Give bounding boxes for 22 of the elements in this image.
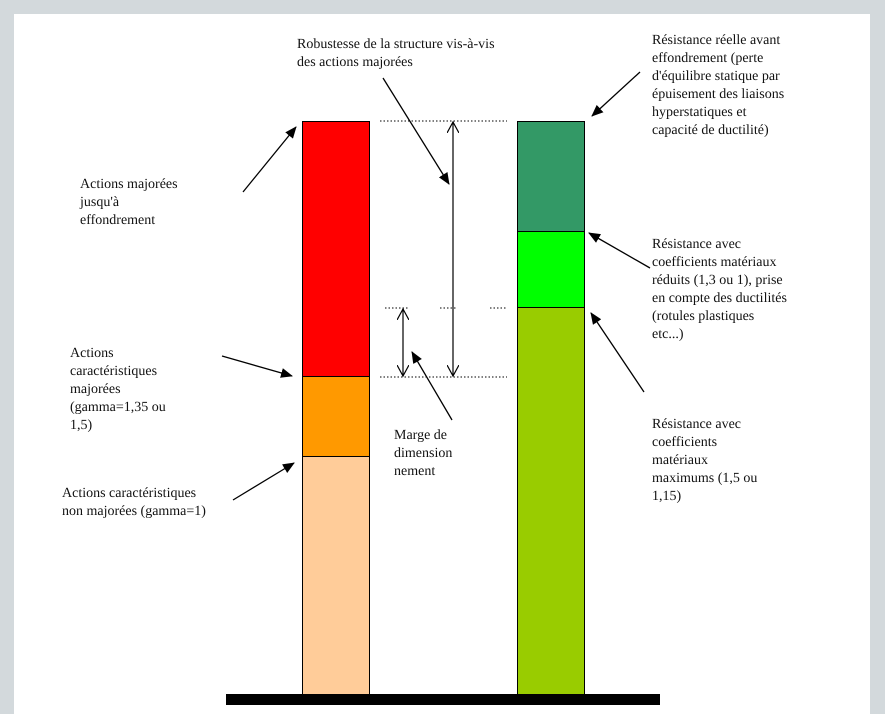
- bar-segment: [517, 307, 585, 695]
- leader-line: [591, 72, 640, 117]
- leader-line: [590, 312, 645, 392]
- annotation-text: Robustesse de la structure vis-à-vis des actions majorées: [297, 36, 497, 72]
- annotation-text: Actions caractéristiques non majorées (gamma=1): [62, 485, 212, 521]
- annotation-text: Résistance réelle avant effondrement (perte d'équilibre statique par épuisement des liaisons hyperstatiques et capacité de ductilité): [652, 32, 787, 140]
- bar-segment: [302, 121, 370, 378]
- bar-segment: [302, 376, 370, 458]
- leader-line: [588, 232, 650, 269]
- annotation-text: Actions caractéristiques majorées (gamma=1,35 ou 1,5): [70, 345, 170, 435]
- annotation-text: Résistance avec coefficients matériaux réduits (1,3 ou 1), prise en compte des ductilités (rotules plastiques etc...): [652, 236, 787, 344]
- leader-line: [382, 78, 450, 185]
- leader-line: [222, 355, 293, 378]
- annotation-text: Actions majorées jusqu'à effondrement: [80, 176, 185, 230]
- annotation-text: Marge de dimension nement: [394, 427, 474, 481]
- bar-segment: [517, 121, 585, 233]
- annotation-text: Résistance avec coefficients matériaux maximums (1,5 ou 1,15): [652, 416, 767, 506]
- bar-segment: [517, 231, 585, 309]
- leader-line: [232, 462, 295, 501]
- leader-line: [411, 351, 453, 420]
- leader-line: [242, 126, 297, 192]
- bar-segment: [302, 456, 370, 695]
